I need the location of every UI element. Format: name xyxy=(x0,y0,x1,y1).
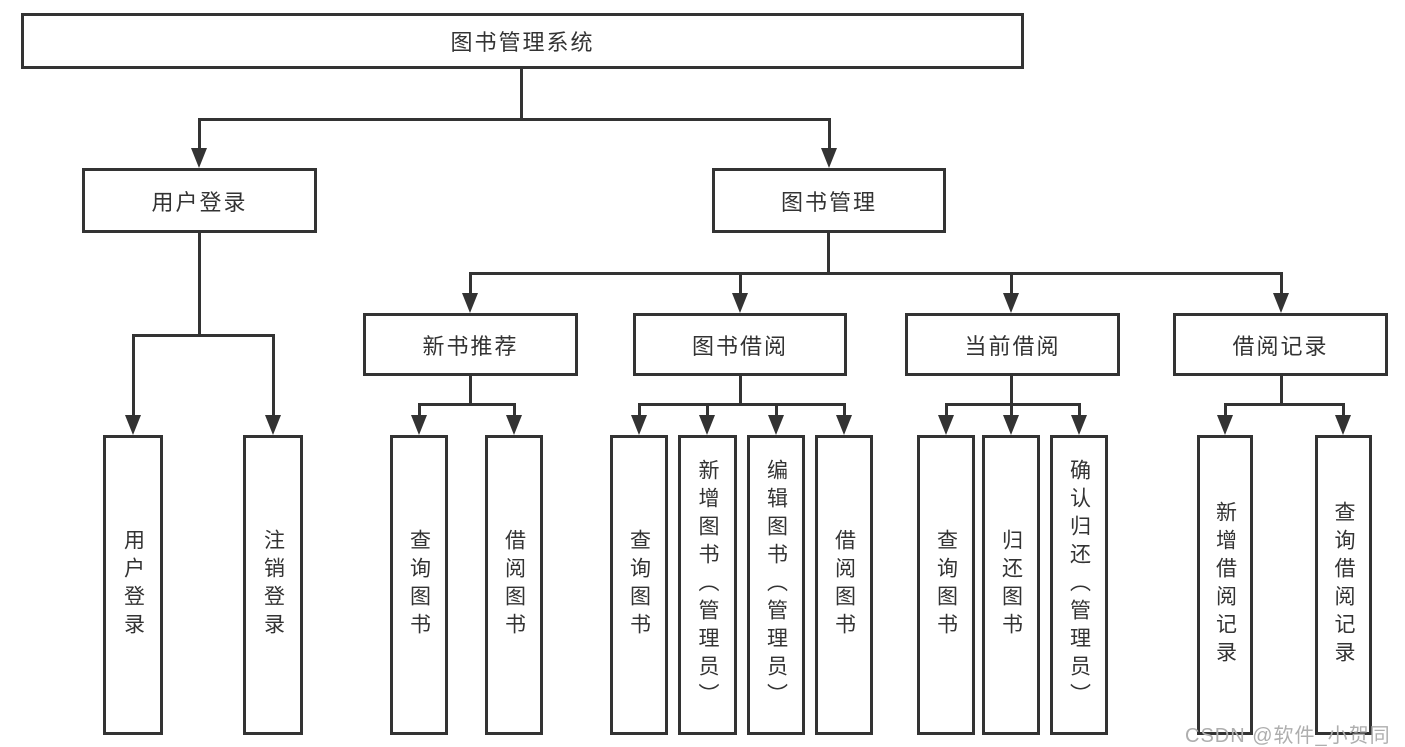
arrow-down-icon xyxy=(768,415,784,435)
connector-line xyxy=(945,403,948,417)
connector-line xyxy=(827,233,830,275)
connector-line xyxy=(1280,376,1283,406)
node-library-management-system: 图书管理系统 xyxy=(21,13,1024,69)
node-label: 确认归还（管理员） xyxy=(1067,459,1091,711)
node-book-management: 图书管理 xyxy=(712,168,946,233)
arrow-down-icon xyxy=(1071,415,1087,435)
connector-line xyxy=(132,334,275,337)
leaf-user-login: 用户登录 xyxy=(103,435,163,735)
node-label: 归还图书 xyxy=(999,529,1023,641)
arrow-down-icon xyxy=(1335,415,1351,435)
connector-line xyxy=(198,118,831,121)
arrow-down-icon xyxy=(462,293,478,313)
connector-line xyxy=(775,403,778,417)
leaf-query-books-recommend: 查询图书 xyxy=(390,435,448,735)
leaf-borrow-books-borrowing: 借阅图书 xyxy=(815,435,873,735)
node-label: 注销登录 xyxy=(261,529,285,641)
node-label: 新书推荐 xyxy=(422,333,519,359)
connector-line xyxy=(739,272,742,297)
connector-line xyxy=(843,403,846,417)
connector-line xyxy=(638,403,846,406)
leaf-edit-book-admin: 编辑图书（管理员） xyxy=(747,435,805,735)
connector-line xyxy=(198,233,201,335)
arrow-down-icon xyxy=(938,415,954,435)
leaf-borrow-books-recommend: 借阅图书 xyxy=(485,435,543,735)
connector-line xyxy=(513,403,516,417)
leaf-add-book-admin: 新增图书（管理员） xyxy=(678,435,737,735)
arrow-down-icon xyxy=(836,415,852,435)
node-label: 借阅图书 xyxy=(832,529,856,641)
arrow-down-icon xyxy=(265,415,281,435)
connector-line xyxy=(638,403,641,417)
connector-line xyxy=(1342,403,1345,417)
connector-line xyxy=(1078,403,1081,417)
node-label: 当前借阅 xyxy=(964,333,1061,359)
node-label: 图书管理系统 xyxy=(450,30,595,55)
leaf-query-books-borrowing: 查询图书 xyxy=(610,435,668,735)
node-label: 查询图书 xyxy=(934,529,958,641)
node-label: 用户登录 xyxy=(151,189,248,215)
node-current-borrowing: 当前借阅 xyxy=(905,313,1120,376)
connector-line xyxy=(469,272,472,297)
connector-line xyxy=(1224,403,1227,417)
connector-line xyxy=(418,403,516,406)
connector-line xyxy=(520,69,523,119)
connector-line xyxy=(272,334,275,419)
connector-line xyxy=(132,334,135,419)
arrow-down-icon xyxy=(1273,293,1289,313)
arrow-down-icon xyxy=(125,415,141,435)
leaf-logout: 注销登录 xyxy=(243,435,303,735)
connector-line xyxy=(1010,376,1013,406)
csdn-watermark: CSDN @软件_小贺同学 xyxy=(1185,725,1391,747)
connector-line xyxy=(1224,403,1345,406)
arrow-down-icon xyxy=(732,293,748,313)
connector-line xyxy=(739,376,742,406)
arrow-down-icon xyxy=(191,148,207,168)
arrow-down-icon xyxy=(1217,415,1233,435)
connector-line xyxy=(198,118,201,152)
leaf-confirm-return-admin: 确认归还（管理员） xyxy=(1050,435,1108,735)
connector-line xyxy=(706,403,709,417)
node-label: 查询图书 xyxy=(407,529,431,641)
node-label: 新增借阅记录 xyxy=(1213,501,1237,669)
arrow-down-icon xyxy=(821,148,837,168)
connector-line xyxy=(1010,403,1013,417)
node-label: 图书借阅 xyxy=(691,333,788,359)
connector-line xyxy=(469,376,472,406)
arrow-down-icon xyxy=(411,415,427,435)
leaf-query-borrow-record: 查询借阅记录 xyxy=(1315,435,1372,735)
connector-line xyxy=(828,118,831,152)
node-label: 借阅图书 xyxy=(502,529,526,641)
node-label: 编辑图书（管理员） xyxy=(764,459,788,711)
connector-line xyxy=(418,403,421,417)
node-borrowing-records: 借阅记录 xyxy=(1173,313,1388,376)
node-label: 用户登录 xyxy=(121,529,145,641)
arrow-down-icon xyxy=(506,415,522,435)
arrow-down-icon xyxy=(1003,415,1019,435)
connector-line xyxy=(1280,272,1283,297)
leaf-return-book: 归还图书 xyxy=(982,435,1040,735)
leaf-add-borrow-record: 新增借阅记录 xyxy=(1197,435,1253,735)
node-book-borrowing: 图书借阅 xyxy=(633,313,847,376)
node-label: 图书管理 xyxy=(780,189,877,215)
node-label: 查询图书 xyxy=(627,529,651,641)
connector-line xyxy=(469,272,1283,275)
node-label: 查询借阅记录 xyxy=(1332,501,1356,669)
node-label: 借阅记录 xyxy=(1232,333,1329,359)
connector-line xyxy=(1010,272,1013,297)
arrow-down-icon xyxy=(699,415,715,435)
node-new-book-recommend: 新书推荐 xyxy=(363,313,578,376)
connector-line xyxy=(945,403,1081,406)
node-user-login: 用户登录 xyxy=(82,168,317,233)
node-label: 新增图书（管理员） xyxy=(696,459,720,711)
leaf-query-books-current: 查询图书 xyxy=(917,435,975,735)
arrow-down-icon xyxy=(1003,293,1019,313)
arrow-down-icon xyxy=(631,415,647,435)
